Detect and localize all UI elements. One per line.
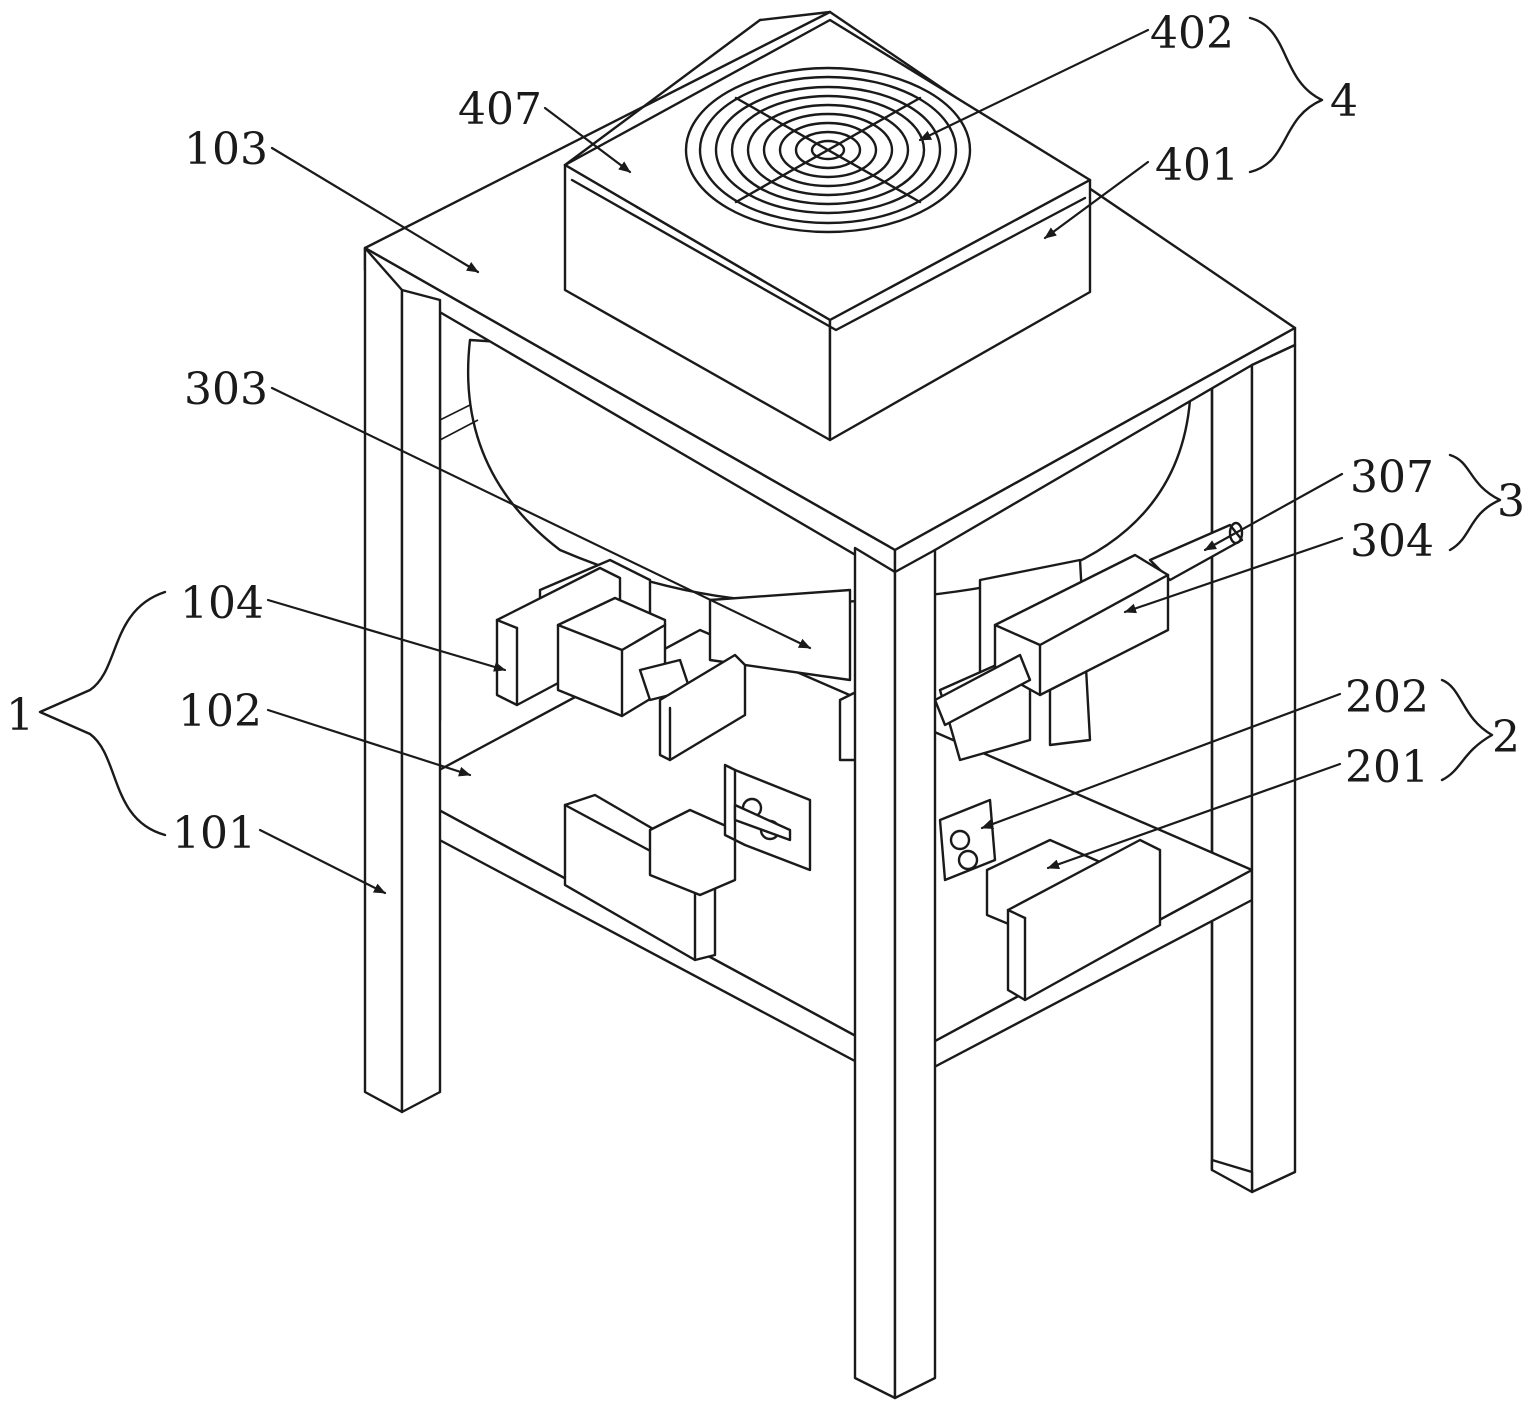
front-center-leg [853,546,937,1400]
clamp-lower-left [563,763,812,962]
back-right-leg [1210,363,1254,1182]
label-101: 101 [172,808,256,859]
clamp-104 [495,566,747,762]
label-201: 201 [1345,742,1429,793]
label-104: 104 [180,578,264,629]
front-left-leg [363,246,442,1114]
label-103: 103 [184,124,268,175]
label-1: 1 [6,690,34,741]
label-307: 307 [1350,452,1434,503]
label-303: 303 [184,364,268,415]
label-402: 402 [1150,8,1234,59]
reference-labels: 402 4 407 401 103 303 307 3 304 104 1 10… [6,8,1525,859]
label-102: 102 [178,686,262,737]
label-401: 401 [1155,140,1239,191]
leader-lines [258,28,1344,895]
clamp-lower-right [938,798,1162,1002]
label-304: 304 [1350,516,1434,567]
label-3: 3 [1497,476,1525,527]
label-202: 202 [1345,672,1429,723]
fan-guard-402 [684,66,972,234]
label-407: 407 [458,84,542,135]
cylinder-304-body [933,553,1170,727]
braces [38,16,1502,837]
label-2: 2 [1492,712,1520,763]
label-4: 4 [1330,76,1358,127]
